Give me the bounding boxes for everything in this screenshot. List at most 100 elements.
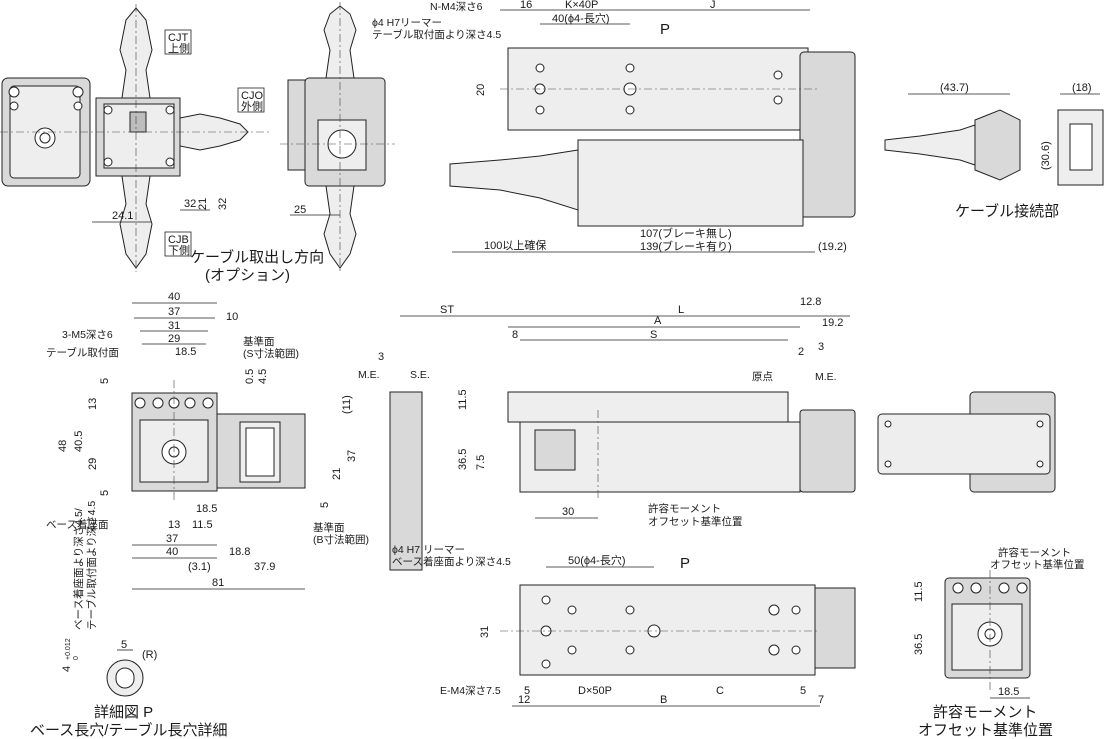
bottom-dim-5b: 5 — [800, 685, 806, 697]
bottom-dim-7: 7 — [818, 694, 824, 706]
cjo-code: CJO — [241, 90, 263, 102]
cable-direction-view: CJT 上側 CJO 外側 CJB 下側 24.1 32 21 32 ケーブル取… — [0, 4, 324, 284]
end-note-ref: 基準面 — [243, 335, 275, 348]
end-bot-18-8: 18.8 — [229, 546, 250, 558]
detail-side-base: ベース着座面より深さ4.5/ — [72, 508, 85, 630]
end-side-40-5: 40.5 — [73, 431, 85, 452]
stroke-dim-l: L — [678, 304, 684, 316]
stroke-label-origin: 原点 — [752, 371, 773, 383]
end-dim-29: 29 — [168, 333, 180, 345]
end-section-view: 40 37 31 29 10 18.5 3-M5深さ6 テーブル取付面 基準面 … — [46, 291, 369, 590]
cjt-label: 上側 — [168, 42, 190, 55]
stroke-dim-30: 30 — [562, 506, 574, 518]
end-dim-18-5: 18.5 — [175, 346, 196, 358]
dim-43-7: (43.7) — [940, 82, 969, 94]
stroke-dim-3a: 3 — [818, 341, 824, 353]
end-side-21: 21 — [331, 468, 343, 480]
cable-side-view: 25 — [280, 2, 395, 274]
dim-107: 107(ブレーキ無し) — [640, 226, 732, 240]
cjt-code: CJT — [168, 32, 188, 44]
bottom-note-tap: E-M4深さ7.5 — [440, 685, 501, 697]
dim-32b: 32 — [217, 198, 229, 210]
stroke-label-me-left: M.E. — [358, 369, 380, 381]
end-bot-11-5: 11.5 — [192, 519, 213, 531]
end-bot-13: 13 — [168, 519, 180, 531]
cjb-label: 下側 — [168, 244, 190, 257]
stroke-dim-7-5: 7.5 — [475, 455, 487, 470]
end-bot-40: 40 — [166, 546, 178, 558]
bottom-note-depth: ベース着座面より深さ4.5 — [392, 555, 511, 568]
end-side-48: 48 — [57, 440, 69, 452]
end-bot-3-1: (3.1) — [188, 561, 211, 573]
detail-p: 5 (R) 4 +0.012 0 ベース着座面より深さ4.5/ テーブル取付面よ… — [30, 501, 228, 739]
end-dim-37: 37 — [168, 306, 180, 318]
bottom-label-p: P — [680, 555, 690, 572]
end-side-13: 13 — [87, 398, 99, 410]
end-side-5b: 5 — [99, 490, 111, 496]
end-bot-37: 37 — [166, 533, 178, 545]
bottom-dim-d50p: D×50P — [578, 685, 612, 697]
top-plan-view: N-M4深さ6 ϕ4 H7リーマー テーブル取付面より深さ4.5 16 K×40… — [372, 0, 856, 253]
end-dim-40: 40 — [168, 291, 180, 303]
end-note-table: テーブル取付面 — [46, 346, 119, 359]
end-note-b-range: (B寸法範囲) — [313, 533, 369, 546]
dim-139: 139(ブレーキ有り) — [640, 239, 732, 253]
right-end-view: 許容モーメント オフセット基準位置 11.5 36.5 18.5 許容モーメント… — [913, 546, 1085, 739]
cjb-code: CJB — [168, 234, 189, 246]
detail-side-table: テーブル取付面より深さ4.5 — [85, 501, 98, 630]
cable-connection-view: (43.7) (18) (30.6) ケーブル接続部 — [884, 82, 1104, 220]
right-end-dim-36-5: 36.5 — [913, 634, 925, 655]
detail-p-caption-sub: ベース長穴/テーブル長穴詳細 — [30, 721, 228, 739]
bottom-base — [519, 584, 816, 676]
stroke-dim-36-5: 36.5 — [457, 449, 469, 470]
cable-leadout — [449, 149, 579, 211]
end-bot-37-9: 37.9 — [254, 561, 275, 573]
end-side-4-5: 4.5 — [257, 369, 269, 384]
stroke-note-moment: 許容モーメント — [648, 502, 721, 515]
end-side-0-5: 0.5 — [244, 369, 256, 384]
end-note-ref-b: 基準面 — [313, 521, 345, 534]
end-bot-18-5: 18.5 — [196, 503, 217, 515]
top-note-reamer: ϕ4 H7リーマー — [372, 17, 442, 29]
right-end-dim-11-5: 11.5 — [913, 581, 925, 602]
right-cover — [877, 413, 1051, 475]
stroke-label-me-right: M.E. — [815, 371, 837, 383]
right-end-caption-1: 許容モーメント — [933, 704, 1037, 721]
dim-30-6: (30.6) — [1040, 141, 1052, 170]
dim-j: J — [710, 0, 716, 11]
connector-body — [974, 109, 1021, 181]
end-dim-31: 31 — [168, 320, 180, 332]
bottom-dim-50-slot: 50(ϕ4-長穴) — [568, 553, 626, 567]
cjo-label: 外側 — [241, 100, 263, 113]
end-side-5c: 5 — [319, 502, 331, 508]
dim-25: 25 — [294, 204, 306, 216]
detail-dim-r: (R) — [142, 649, 157, 661]
dim-k40p: K×40P — [565, 0, 598, 11]
bottom-note-reamer: ϕ4 H7 リーマー — [392, 544, 465, 556]
end-side-29: 29 — [87, 458, 99, 470]
bottom-dim-5a: 5 — [524, 685, 530, 697]
stroke-table — [507, 391, 789, 423]
stroke-note-offset: オフセット基準位置 — [648, 515, 743, 528]
cable-option-caption: ケーブル取出し方向 — [190, 248, 324, 266]
bottom-plan-view: ϕ4 H7 リーマー ベース着座面より深さ4.5 50(ϕ4-長穴) P 31 … — [392, 544, 856, 707]
detail-p-caption: 詳細図 P — [94, 704, 153, 721]
top-note-depth: テーブル取付面より深さ4.5 — [372, 28, 501, 41]
dim-21: 21 — [197, 198, 209, 210]
dim-40-slot: 40(ϕ4-長穴) — [552, 11, 610, 25]
dim-18: (18) — [1072, 82, 1092, 94]
end-dim-10: 10 — [226, 311, 238, 323]
bottom-dim-c: C — [716, 685, 724, 697]
stroke-dim-a: A — [654, 315, 662, 327]
cable-connection-caption: ケーブル接続部 — [955, 202, 1059, 220]
end-note-s-range: (S寸法範囲) — [243, 347, 299, 360]
cable-option-caption-sub: (オプション) — [205, 267, 290, 284]
stroke-dim-8: 8 — [512, 329, 518, 341]
right-end-caption-2: オフセット基準位置 — [918, 722, 1053, 739]
dim-20: 20 — [475, 84, 487, 96]
detail-side-tol0: 0 — [73, 656, 80, 660]
right-side-view — [877, 391, 1056, 493]
stroke-dim-st: ST — [440, 304, 454, 316]
dim-19-2: (19.2) — [818, 241, 847, 253]
